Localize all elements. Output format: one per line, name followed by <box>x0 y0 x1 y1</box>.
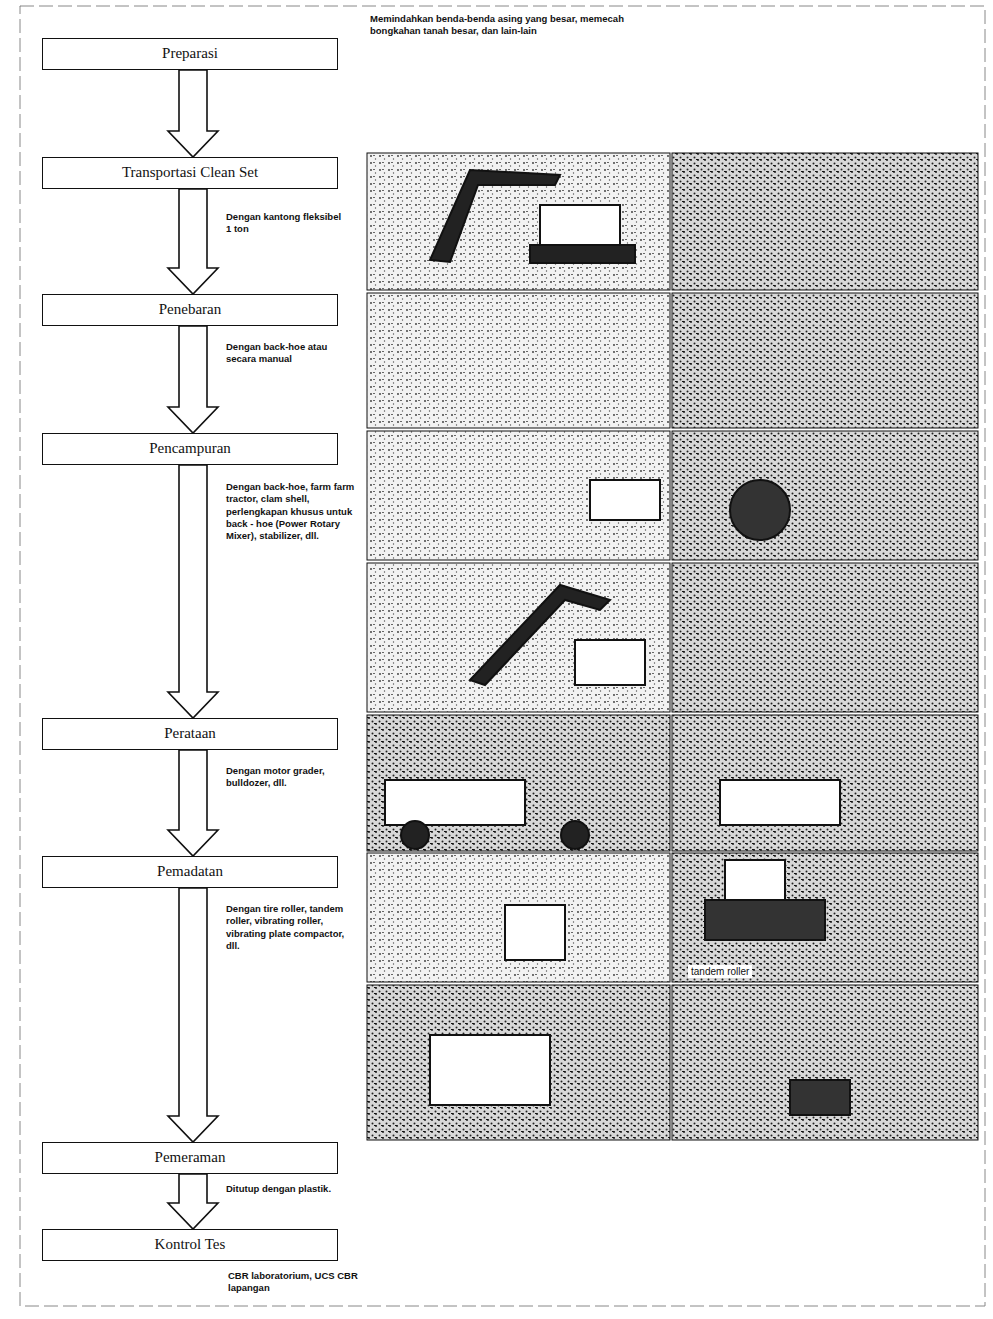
step-note: Memindahkan benda-benda asing yang besar… <box>370 13 670 38</box>
process-box: Transportasi Clean Set <box>42 157 338 189</box>
process-box: Pencampuran <box>42 433 338 465</box>
step-label: Transportasi Clean Set <box>116 161 264 184</box>
step-label: Pemeraman <box>149 1146 232 1169</box>
process-box: Perataan <box>42 718 338 750</box>
flow-arrow <box>168 888 218 1142</box>
step-note: CBR laboratorium, UCS CBR lapangan <box>228 1270 360 1295</box>
page-frame <box>20 6 985 1306</box>
step-note: Dengan motor grader, bulldozer, dll. <box>226 765 354 790</box>
step-label: Pemadatan <box>151 860 229 883</box>
step-label: Kontrol Tes <box>149 1233 232 1256</box>
step-label: Perataan <box>158 722 222 745</box>
flow-arrow <box>168 70 218 157</box>
flow-arrow <box>168 189 218 294</box>
flow-arrow <box>168 465 218 718</box>
process-box: Pemadatan <box>42 856 338 888</box>
step-note: Dengan tire roller, tandem roller, vibra… <box>226 903 354 952</box>
flow-arrow <box>168 1174 218 1229</box>
step-note: Dengan back-hoe, farm farm tractor, clam… <box>226 481 358 543</box>
photo-caption: tandem roller <box>688 965 752 978</box>
step-label: Preparasi <box>156 42 224 65</box>
machine-silhouettes <box>385 170 850 1115</box>
step-note: Dengan kantong fleksibel 1 ton <box>226 211 344 236</box>
process-box: Pemeraman <box>42 1142 338 1174</box>
process-box: Preparasi <box>42 38 338 70</box>
step-note: Ditutup dengan plastik. <box>226 1183 358 1195</box>
step-note: Dengan back-hoe atau secara manual <box>226 341 344 366</box>
flow-arrow <box>168 750 218 856</box>
process-box: Penebaran <box>42 294 338 326</box>
step-label: Penebaran <box>153 298 227 321</box>
site-photos <box>367 153 978 1140</box>
flow-arrow <box>168 326 218 433</box>
step-label: Pencampuran <box>143 437 237 460</box>
process-box: Kontrol Tes <box>42 1229 338 1261</box>
